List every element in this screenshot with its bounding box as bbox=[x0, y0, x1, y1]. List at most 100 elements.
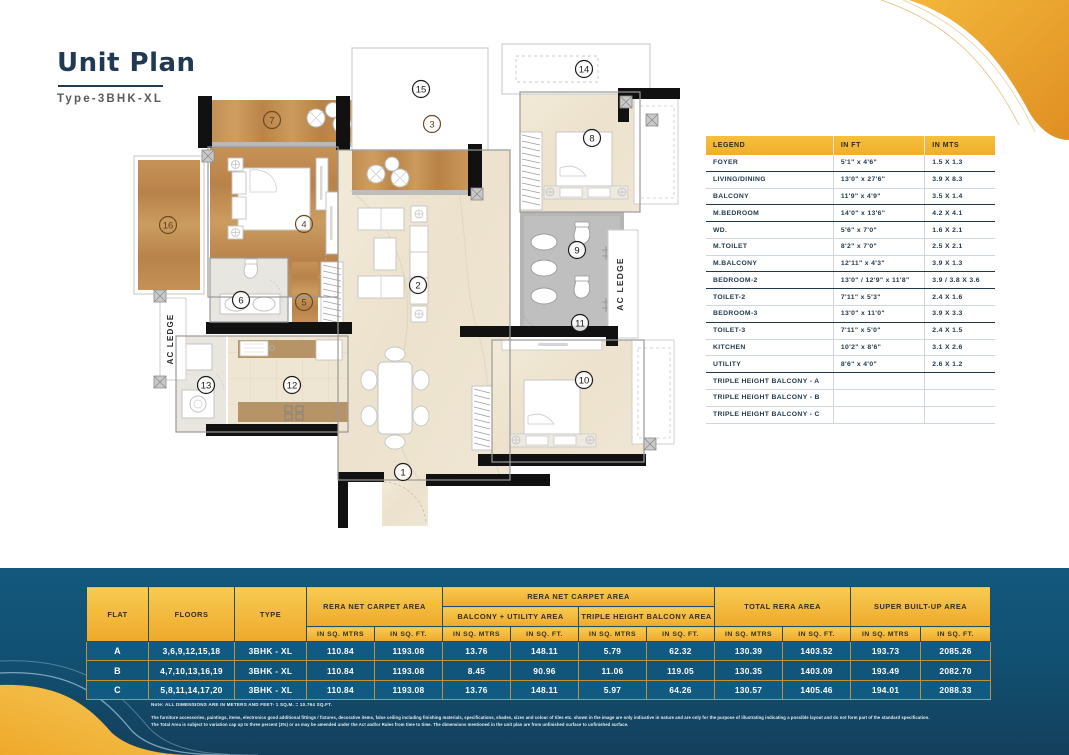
plan-marker-6[interactable]: 6 bbox=[231, 290, 251, 310]
legend-cell-mts: 2.4 X 1.6 bbox=[924, 288, 995, 307]
plan-marker-14[interactable]: 14 bbox=[574, 59, 594, 79]
area-cell-triple-mtrs: 11.06 bbox=[578, 660, 648, 681]
area-cell-triple-mtrs: 5.79 bbox=[578, 640, 648, 662]
area-cell-balcony-ft: 148.11 bbox=[510, 640, 580, 662]
plan-marker-13[interactable]: 13 bbox=[196, 375, 216, 395]
area-cell-total-ft: 1403.52 bbox=[782, 640, 852, 662]
area-cell-carpet-ft: 1193.08 bbox=[373, 640, 444, 662]
header-balcony-utility-area: BALCONY + UTILITY AREA bbox=[442, 606, 580, 627]
plan-marker-label: 12 bbox=[287, 380, 298, 391]
plan-marker-4[interactable]: 4 bbox=[294, 214, 314, 234]
legend-cell-ft bbox=[833, 406, 926, 424]
area-cell-total-mtrs: 130.39 bbox=[714, 640, 784, 662]
plan-marker-label: 1 bbox=[400, 467, 405, 478]
area-cell-total-mtrs: 130.35 bbox=[714, 660, 784, 681]
header-unit-total-mtrs: IN SQ. MTRS bbox=[714, 626, 784, 642]
plan-marker-3[interactable]: 3 bbox=[422, 114, 442, 134]
plan-marker-5[interactable]: 5 bbox=[294, 292, 314, 312]
legend-cell-name: TRIPLE HEIGHT BALCONY - A bbox=[706, 372, 834, 390]
legend-cell-name: M.TOILET bbox=[706, 238, 834, 256]
legend-cell-ft: 8'2" x 7'0" bbox=[833, 238, 926, 256]
area-cell-super-ft: 2088.33 bbox=[920, 679, 992, 701]
header-triple-height-balcony-area: TRIPLE HEIGHT BALCONY AREA bbox=[578, 606, 716, 627]
area-cell-type: 3BHK - XL bbox=[234, 660, 307, 681]
legend-cell-mts: 3.9 X 8.3 bbox=[924, 171, 995, 189]
title-divider bbox=[58, 85, 163, 87]
area-cell-flat: B bbox=[86, 660, 149, 681]
plan-marker-11[interactable]: 11 bbox=[570, 313, 590, 333]
plan-marker-8[interactable]: 8 bbox=[582, 128, 602, 148]
plan-marker-label: 5 bbox=[301, 297, 306, 308]
legend-cell-ft: 5'1" x 4'6" bbox=[833, 155, 926, 172]
legend-cell-ft: 13'0" / 12'9" x 11'8" bbox=[833, 271, 926, 290]
plan-marker-9[interactable]: 9 bbox=[567, 240, 587, 260]
svg-text:AC LEDGE: AC LEDGE bbox=[166, 314, 175, 365]
header-rera-net-carpet-area: RERA NET CARPET AREA bbox=[305, 586, 444, 627]
page-title-block: Unit Plan Type-3BHK-XL bbox=[57, 48, 196, 105]
legend-cell-mts: 2.5 X 2.1 bbox=[924, 238, 995, 256]
plan-marker-label: 4 bbox=[301, 219, 306, 230]
note-dimensions: Note: ALL DIMENSIONS ARE IN METERS AND F… bbox=[151, 702, 333, 707]
note-disclaimer-2: The Total Area is subject to variation c… bbox=[151, 722, 629, 728]
header-super-built-up-area: SUPER BUILT-UP AREA bbox=[850, 586, 992, 627]
legend-cell-name: FOYER bbox=[706, 155, 834, 172]
plan-marker-7[interactable]: 7 bbox=[262, 110, 282, 130]
legend-row: TRIPLE HEIGHT BALCONY - B bbox=[706, 389, 995, 407]
legend-cell-name: BALCONY bbox=[706, 188, 834, 206]
plan-marker-label: 13 bbox=[201, 380, 212, 391]
area-cell-type: 3BHK - XL bbox=[234, 679, 307, 701]
area-cell-floors: 4,7,10,13,16,19 bbox=[148, 660, 235, 681]
legend-cell-ft bbox=[833, 372, 926, 390]
page-subtitle: Type-3BHK-XL bbox=[57, 93, 164, 105]
area-cell-floors: 3,6,9,12,15,18 bbox=[148, 640, 235, 662]
legend-cell-name: KITCHEN bbox=[706, 339, 834, 357]
plan-marker-15[interactable]: 15 bbox=[411, 79, 431, 99]
area-cell-super-mtrs: 194.01 bbox=[850, 679, 922, 701]
plan-marker-label: 9 bbox=[574, 245, 579, 256]
legend-cell-ft: 7'11" x 5'0" bbox=[833, 322, 926, 340]
legend-cell-mts: 3.9 X 1.3 bbox=[924, 255, 995, 273]
legend-cell-name: BEDROOM-3 bbox=[706, 305, 834, 323]
legend-cell-name: M.BEDROOM bbox=[706, 204, 834, 223]
header-unit-super-mtrs: IN SQ. MTRS bbox=[850, 626, 922, 642]
plan-marker-10[interactable]: 10 bbox=[574, 370, 594, 390]
legend-cell-mts: 1.6 X 2.1 bbox=[924, 221, 995, 239]
legend-cell-ft: 12'11" x 4'3" bbox=[833, 255, 926, 273]
area-cell-super-ft: 2085.26 bbox=[920, 640, 992, 662]
header-unit-triple-mtrs: IN SQ. MTRS bbox=[578, 626, 648, 642]
header-unit-carpet-mtrs: IN SQ. MTRS bbox=[306, 626, 375, 642]
legend-header-ft: IN FT bbox=[833, 136, 926, 155]
legend-cell-mts: 3.1 X 2.6 bbox=[924, 339, 995, 357]
plan-marker-2[interactable]: 2 bbox=[408, 275, 428, 295]
plan-marker-16[interactable]: 16 bbox=[158, 215, 178, 235]
area-cell-triple-ft: 119.05 bbox=[646, 660, 716, 681]
plan-marker-1[interactable]: 1 bbox=[393, 462, 413, 482]
legend-header-mts: IN MTS bbox=[924, 136, 995, 155]
legend-cell-name: TOILET-2 bbox=[706, 288, 834, 307]
legend-cell-name: LIVING/DINING bbox=[706, 171, 834, 189]
plan-marker-12[interactable]: 12 bbox=[282, 375, 302, 395]
plan-marker-label: 3 bbox=[429, 119, 434, 130]
header-unit-triple-ft: IN SQ. FT. bbox=[646, 626, 716, 642]
area-cell-triple-ft: 64.26 bbox=[646, 679, 716, 701]
legend-row: WD.5'6" x 7'0"1.6 X 2.1 bbox=[706, 221, 995, 239]
legend-row: TRIPLE HEIGHT BALCONY - C bbox=[706, 406, 995, 424]
plan-marker-label: 15 bbox=[416, 84, 427, 95]
legend-cell-ft: 5'6" x 7'0" bbox=[833, 221, 926, 239]
area-cell-balcony-mtrs: 8.45 bbox=[442, 660, 512, 681]
legend-cell-mts: 3.9 X 3.3 bbox=[924, 305, 995, 323]
legend-cell-mts: 3.9 / 3.8 X 3.6 bbox=[924, 271, 995, 290]
legend-cell-mts: 2.6 X 1.2 bbox=[924, 355, 995, 374]
area-cell-triple-mtrs: 5.97 bbox=[578, 679, 648, 701]
header-unit-total-ft: IN SQ. FT. bbox=[782, 626, 852, 642]
